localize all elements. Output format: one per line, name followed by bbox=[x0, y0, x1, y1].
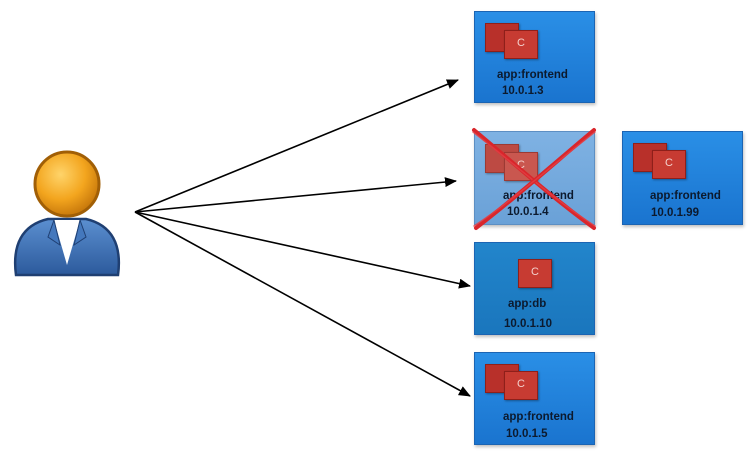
pod-label: app:frontend bbox=[497, 69, 568, 81]
container-glyph: C bbox=[517, 159, 525, 171]
pod-frontend-3: C app:frontend 10.0.1.5 bbox=[474, 352, 595, 445]
user-icon bbox=[13, 150, 121, 277]
pod-label: app:db bbox=[508, 298, 547, 310]
pod-ip: 10.0.1.5 bbox=[506, 428, 548, 440]
pod-db: C app:db 10.0.1.10 bbox=[474, 242, 595, 335]
container-icon: C bbox=[504, 371, 538, 400]
pod-ip: 10.0.1.3 bbox=[502, 85, 544, 97]
pod-label: app:frontend bbox=[503, 411, 574, 423]
container-glyph: C bbox=[665, 157, 673, 169]
container-icon: C bbox=[518, 259, 552, 288]
container-glyph: C bbox=[517, 378, 525, 390]
pod-ip: 10.0.1.99 bbox=[651, 207, 699, 219]
pod-frontend-1: C app:frontend 10.0.1.3 bbox=[474, 11, 595, 103]
container-icon: C bbox=[652, 150, 686, 179]
container-glyph: C bbox=[517, 37, 525, 49]
pod-frontend-replacement: C app:frontend 10.0.1.99 bbox=[622, 131, 743, 225]
pod-ip: 10.0.1.10 bbox=[504, 318, 552, 330]
arrow-to-pod-4 bbox=[134, 211, 471, 397]
container-icon: C bbox=[504, 152, 538, 181]
arrow-to-pod-1 bbox=[134, 79, 459, 213]
pod-ip: 10.0.1.4 bbox=[507, 206, 549, 218]
arrow-to-pod-2 bbox=[134, 177, 457, 213]
terminated-cross-icon bbox=[472, 128, 596, 230]
container-glyph: C bbox=[531, 266, 539, 278]
container-icon: C bbox=[504, 30, 538, 59]
pod-label: app:frontend bbox=[650, 190, 721, 202]
arrow-to-pod-3 bbox=[134, 211, 471, 289]
